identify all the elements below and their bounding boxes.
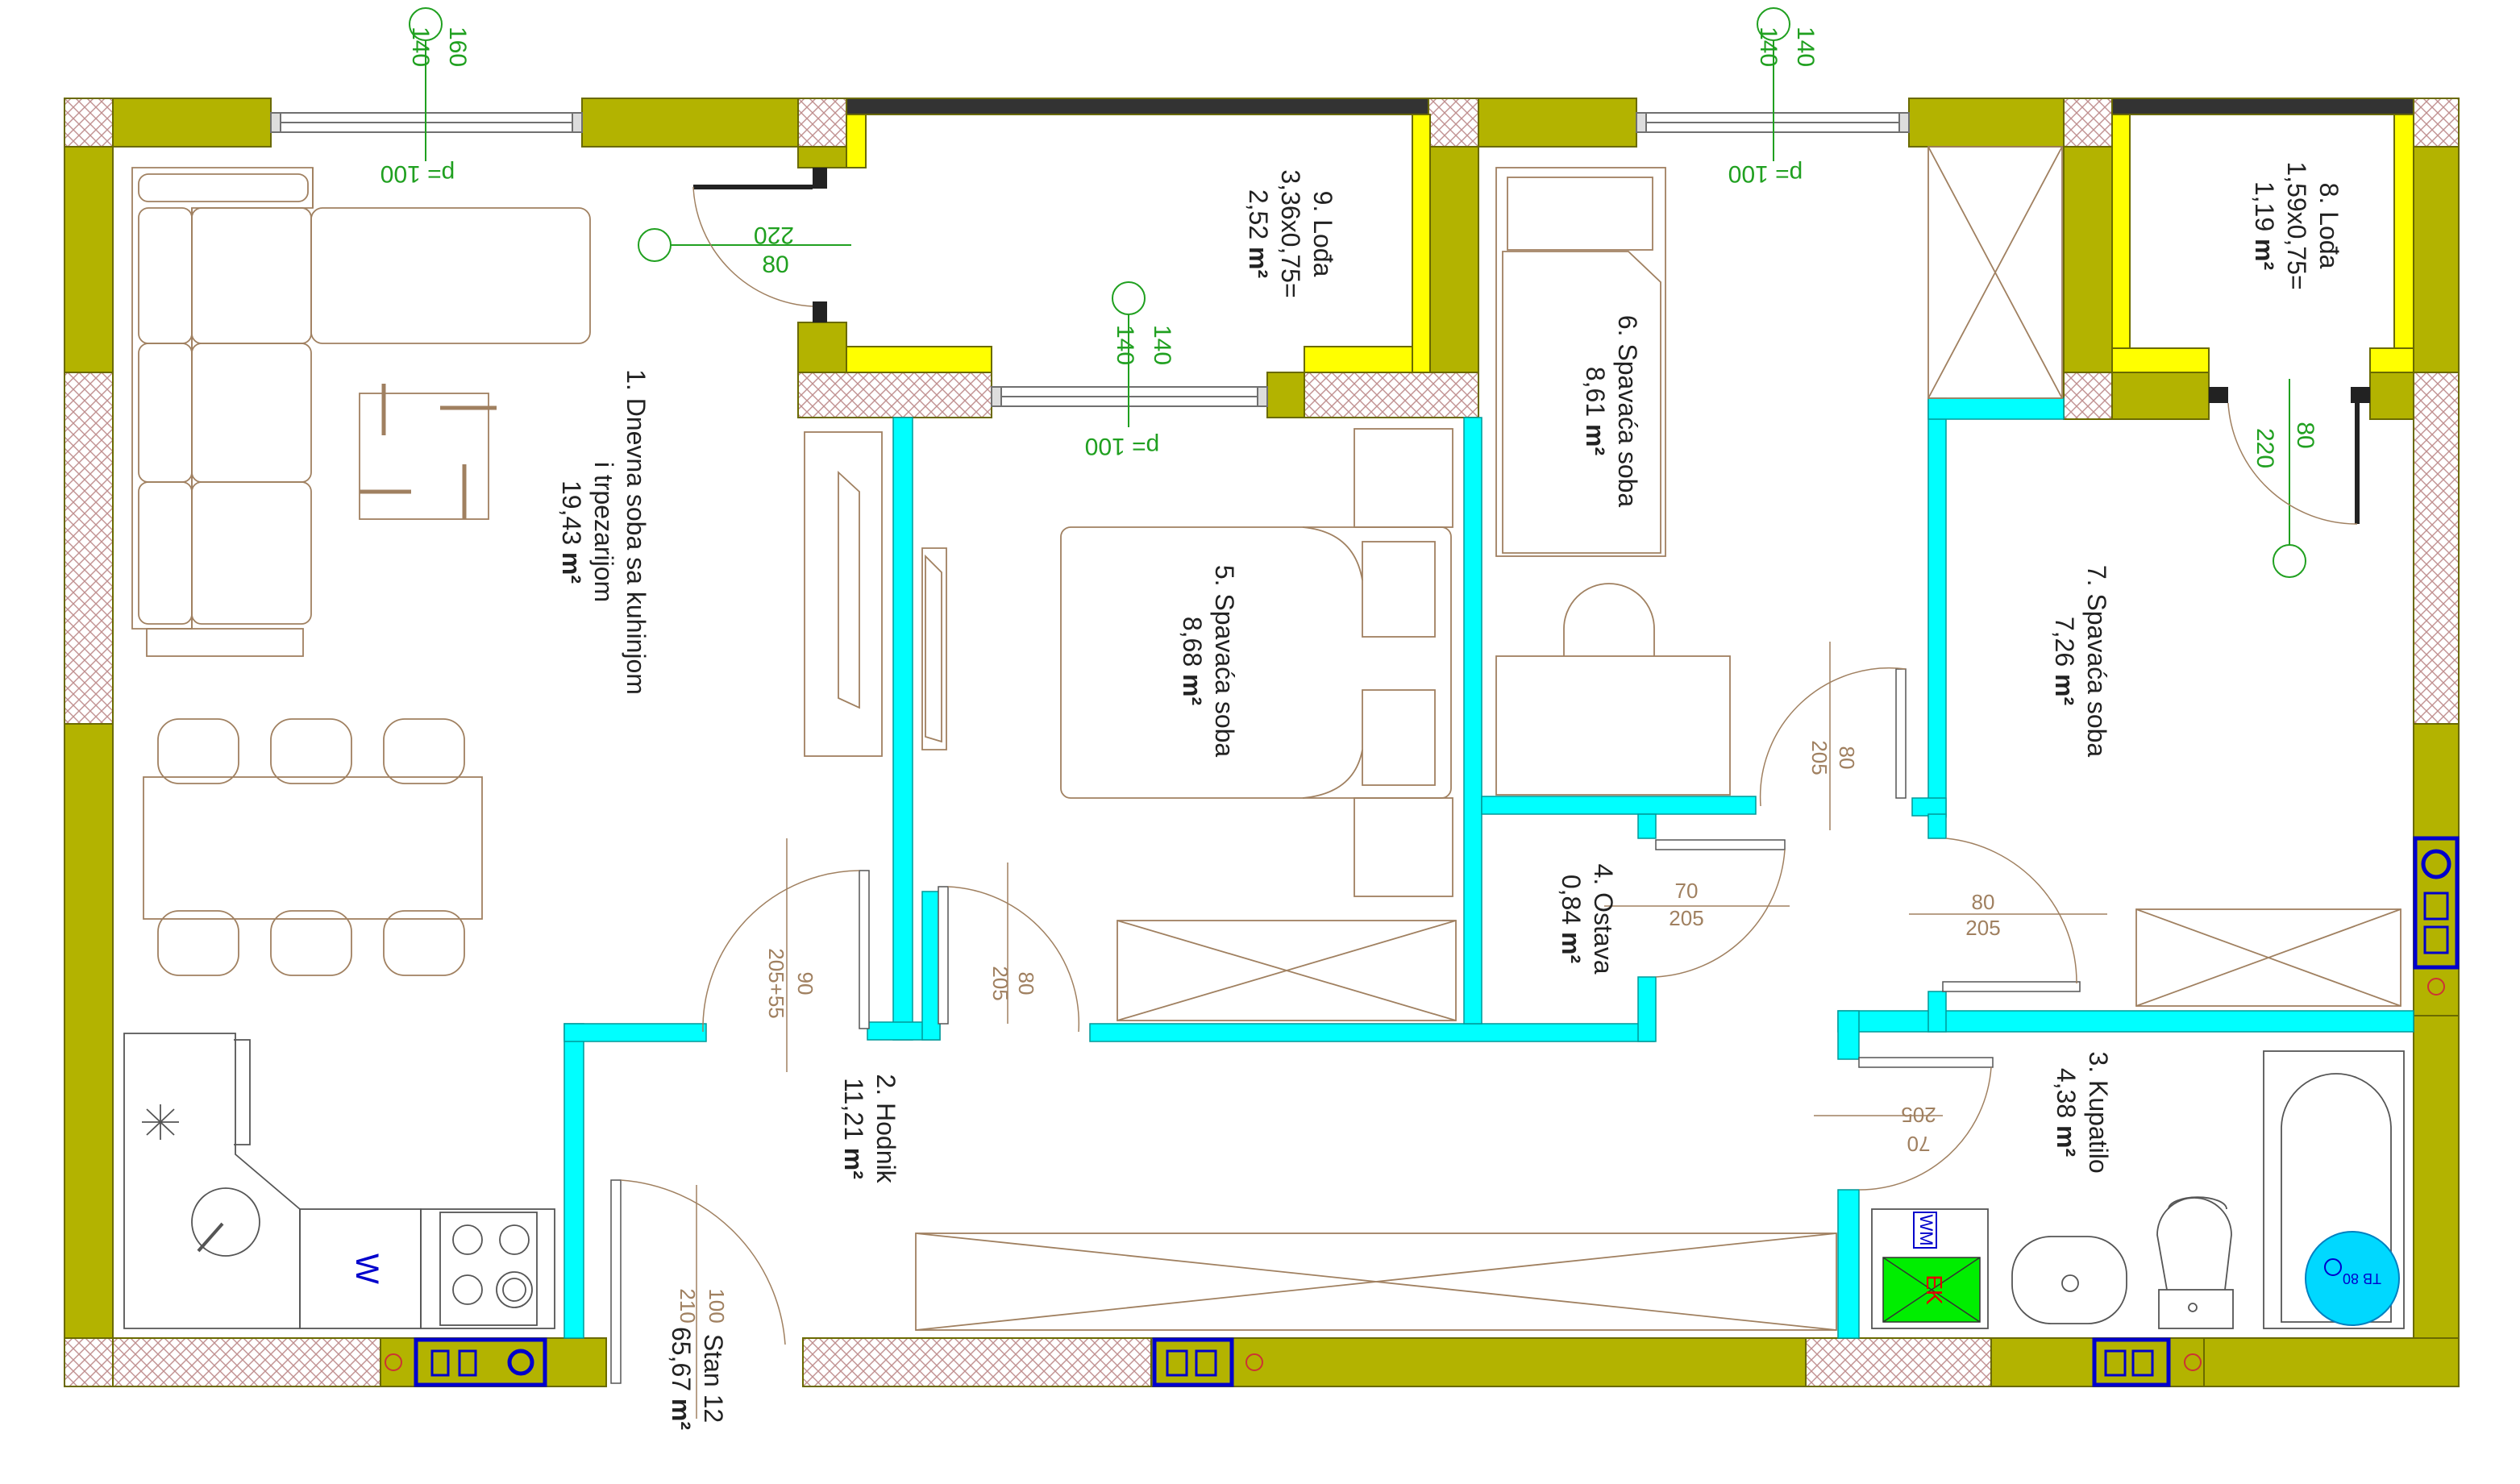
outlet-marks bbox=[385, 978, 2445, 1371]
window-bed6-height: 140 bbox=[1792, 27, 1819, 67]
svg-text:2. Hodnik: 2. Hodnik bbox=[871, 1074, 900, 1183]
svg-text:4,38 m²: 4,38 m² bbox=[2052, 1068, 2081, 1157]
svg-text:11,21 m²: 11,21 m² bbox=[839, 1078, 868, 1179]
window-living-height: 160 bbox=[444, 27, 471, 67]
window-bed5-height: 140 bbox=[1149, 325, 1175, 365]
sofa bbox=[131, 167, 591, 657]
svg-text:1. Dnevna soba sa kuhinjom: 1. Dnevna soba sa kuhinjom bbox=[622, 369, 651, 695]
coffee-table bbox=[359, 384, 497, 520]
window-bed5-width: 140 bbox=[1112, 325, 1138, 365]
bed-6 bbox=[1495, 167, 1731, 796]
door-hall-height: 205+55 bbox=[764, 948, 788, 1018]
windows bbox=[270, 112, 1910, 407]
washer-boiler: WM EK bbox=[1882, 1212, 1981, 1323]
svg-text:1,59x0,75=: 1,59x0,75= bbox=[2282, 161, 2311, 289]
svg-text:i trpezarijom: i trpezarijom bbox=[589, 462, 618, 602]
door-hall-width: 90 bbox=[793, 972, 817, 996]
bed-5 bbox=[1060, 428, 1457, 1021]
door-loggia8-width: 80 bbox=[2292, 422, 2318, 448]
parapet-bed6: p= 100 bbox=[1728, 160, 1803, 187]
svg-text:8. Lođa: 8. Lođa bbox=[2314, 183, 2343, 269]
svg-text:4. Ostava: 4. Ostava bbox=[1589, 864, 1618, 975]
door-bath-height: 205 bbox=[1901, 1103, 1936, 1127]
interior-doors bbox=[610, 642, 2107, 1419]
door-pantry-width: 80 bbox=[1835, 746, 1859, 770]
loggia-doors bbox=[692, 168, 2370, 525]
svg-text:2,52 m²: 2,52 m² bbox=[1244, 189, 1273, 278]
door-dimension-texts: 100 210 90 205+55 80 205 80 205 70 205 8… bbox=[676, 740, 2001, 1323]
room-8-label: 8. Lođa 1,59x0,75= 1,19 m² bbox=[2250, 161, 2343, 289]
room-5-label: 5. Spavaća soba 8,68 m² bbox=[1178, 565, 1239, 758]
door-loggia9-width: 80 bbox=[762, 251, 788, 278]
heater-label: TB 80 bbox=[2343, 1270, 2381, 1287]
door-pantry2-width: 70 bbox=[1675, 879, 1699, 903]
svg-text:65,67 m²: 65,67 m² bbox=[667, 1327, 696, 1430]
loggia-walls bbox=[797, 114, 2414, 420]
svg-text:Stan 12: Stan 12 bbox=[699, 1334, 728, 1423]
washer-label: WM bbox=[1916, 1214, 1936, 1245]
window-markers bbox=[409, 7, 2306, 578]
apartment-label: Stan 12 65,67 m² bbox=[667, 1327, 728, 1430]
door-bed7-height: 205 bbox=[1965, 916, 2000, 940]
room-3-label: 3. Kupatilo 4,38 m² bbox=[2052, 1051, 2113, 1173]
window-bed6-width: 140 bbox=[1755, 27, 1782, 67]
window-living-width: 140 bbox=[407, 27, 434, 67]
parapet-bed5: p= 100 bbox=[1085, 433, 1160, 459]
boiler-label: EK bbox=[1922, 1274, 1947, 1305]
door-loggia8-height: 220 bbox=[2252, 428, 2278, 468]
door-entrance-width: 100 bbox=[705, 1288, 729, 1323]
room-4-label: 4. Ostava 0,84 m² bbox=[1557, 864, 1618, 975]
door-bed7-width: 80 bbox=[1972, 890, 1995, 914]
svg-text:7,26 m²: 7,26 m² bbox=[2050, 617, 2079, 705]
installation-boxes bbox=[414, 836, 2460, 1387]
door-bath-width: 70 bbox=[1907, 1132, 1931, 1156]
interior-partitions bbox=[563, 397, 2414, 1339]
door-entrance-height: 210 bbox=[676, 1288, 700, 1323]
room-labels: 1. Dnevna soba sa kuhinjom i trpezarijom… bbox=[557, 161, 2343, 1430]
bathroom-fixtures bbox=[1871, 1050, 2405, 1329]
room-1-label: 1. Dnevna soba sa kuhinjom i trpezarijom… bbox=[557, 369, 651, 695]
room-9-label: 9. Lođa 3,36x0,75= 2,52 m² bbox=[1244, 169, 1337, 297]
svg-text:3. Kupatilo: 3. Kupatilo bbox=[2084, 1051, 2113, 1173]
dining-set bbox=[143, 718, 483, 976]
svg-text:1,19 m²: 1,19 m² bbox=[2250, 181, 2279, 270]
svg-text:0,84 m²: 0,84 m² bbox=[1557, 875, 1586, 963]
dishwasher-label: W bbox=[349, 1253, 385, 1284]
svg-text:8,61 m²: 8,61 m² bbox=[1581, 367, 1610, 455]
furniture: W bbox=[123, 146, 2405, 1331]
water-heater: TB 80 bbox=[2305, 1231, 2400, 1326]
door-pantry2-height: 205 bbox=[1669, 906, 1703, 930]
dimension-texts: 160 140 140 140 140 140 220 80 220 80 p=… bbox=[380, 27, 2318, 468]
svg-text:9. Lođa: 9. Lođa bbox=[1308, 191, 1337, 277]
door-bed5-height: 205 bbox=[988, 966, 1013, 1000]
parapet-living: p= 100 bbox=[380, 160, 455, 187]
svg-text:6. Spavaća soba: 6. Spavaća soba bbox=[1613, 315, 1642, 508]
door-loggia9-height: 220 bbox=[754, 222, 794, 248]
svg-text:8,68 m²: 8,68 m² bbox=[1178, 617, 1207, 705]
door-bed5-width: 80 bbox=[1014, 972, 1038, 996]
room-2-label: 2. Hodnik 11,21 m² bbox=[839, 1074, 900, 1183]
room-7-label: 7. Spavaća soba 7,26 m² bbox=[2050, 565, 2111, 758]
room-6-label: 6. Spavaća soba 8,61 m² bbox=[1581, 315, 1642, 508]
svg-text:19,43 m²: 19,43 m² bbox=[557, 480, 586, 584]
kitchen: W bbox=[123, 1033, 555, 1329]
svg-text:3,36x0,75=: 3,36x0,75= bbox=[1276, 169, 1305, 297]
door-pantry-height: 205 bbox=[1807, 740, 1832, 775]
svg-text:5. Spavaća soba: 5. Spavaća soba bbox=[1210, 565, 1239, 758]
svg-text:7. Spavaća soba: 7. Spavaća soba bbox=[2082, 565, 2111, 758]
